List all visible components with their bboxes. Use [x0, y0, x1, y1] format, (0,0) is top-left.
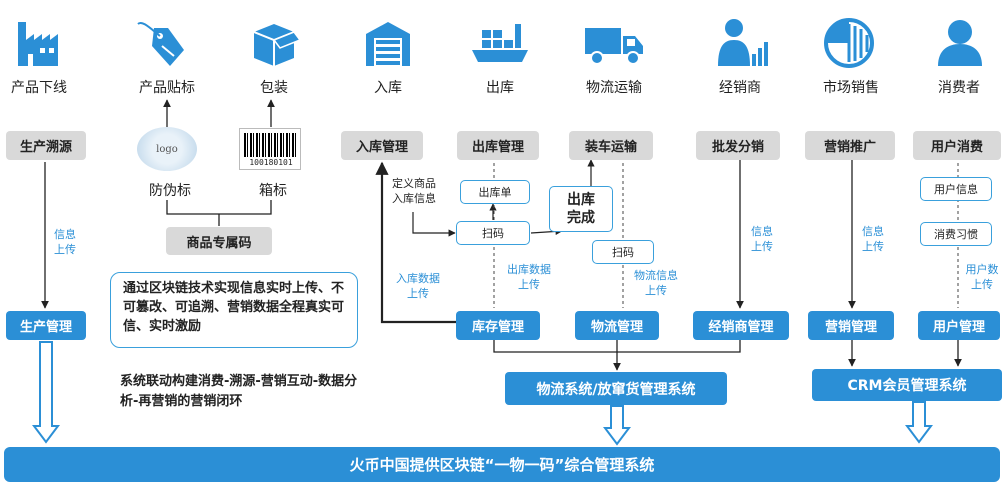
seal-logo-text: logo	[156, 143, 178, 155]
product-code-box: 商品专属码	[166, 227, 272, 255]
blockchain-note-box: 通过区块链技术实现信息实时上传、不可篡改、可追溯、营销数据全程真实可信、实时激励	[110, 272, 358, 348]
loading-box: 装车运输	[569, 131, 653, 160]
labels-to-code-line	[166, 200, 272, 215]
user-info-box: 用户信息	[920, 177, 992, 201]
stage-label-outbound: 出库	[486, 80, 514, 96]
out-slip-box: 出库单	[460, 180, 530, 204]
barcode-label: 100180101	[239, 128, 301, 170]
package-box-icon	[253, 24, 302, 66]
production-mgmt-box: 生产管理	[6, 311, 86, 340]
hollow-arrow-left	[32, 341, 60, 444]
define-to-scan-arrow	[412, 212, 456, 237]
wholesale-box: 批发分销	[696, 131, 780, 160]
user-mgmt-box: 用户管理	[918, 311, 1000, 340]
stage-label-dealer: 经销商	[719, 80, 761, 96]
define-goods-note: 定义商品 入库信息	[392, 177, 436, 205]
outbound-done-box: 出库 完成	[549, 186, 613, 232]
stage-label-labeling: 产品贴标	[139, 80, 195, 96]
stage-label-logistics: 物流运输	[586, 80, 642, 96]
info-upload-note-3: 信息 上传	[862, 225, 884, 253]
anti-fake-seal: logo	[137, 127, 197, 171]
trace-box: 生产溯源	[6, 131, 86, 160]
scan-box-1: 扫码	[456, 221, 530, 245]
inventory-mgmt-box: 库存管理	[456, 311, 540, 340]
crm-system-box: CRM会员管理系统	[812, 369, 1002, 401]
barcode-bars	[244, 133, 298, 157]
inbound-mgmt-box: 入库管理	[341, 131, 423, 160]
box-label-text: 箱标	[259, 183, 287, 199]
truck-icon	[585, 28, 643, 65]
user-upload-note: 用户数 上传	[965, 263, 999, 291]
inbound-upload-note: 入库数据 上传	[396, 272, 440, 300]
user-icon	[938, 20, 982, 66]
hollow-arrow-middle	[603, 405, 631, 446]
outbound-done-text: 出库 完成	[567, 192, 595, 226]
info-upload-note-1: 信息 上传	[54, 228, 76, 256]
barcode-number: 100180101	[249, 158, 293, 167]
marketing-loop-note: 系统联动构建消费-溯源-营销互动-数据分析-再营销的营销闭环	[120, 374, 358, 409]
factory-icon	[18, 22, 58, 66]
logistics-system-box: 物流系统/放窜货管理系统	[505, 372, 727, 405]
consume-habit-box: 消费习惯	[920, 222, 992, 246]
blockchain-note-text: 通过区块链技术实现信息实时上传、不可篡改、可追溯、营销数据全程真实可信、实时激励	[123, 281, 345, 334]
anti-fake-label: 防伪标	[149, 183, 191, 199]
warehouse-icon	[366, 22, 410, 66]
stage-label-consumer: 消费者	[938, 80, 980, 96]
logistics-upload-note: 物流信息 上传	[634, 269, 678, 297]
blockchain-platform-bar: 火币中国提供区块链“一物一码”综合管理系统	[4, 447, 1000, 482]
marketing-mgmt-box: 营销管理	[808, 311, 894, 340]
user-consumption-box: 用户消费	[913, 131, 1001, 160]
stage-label-production: 产品下线	[11, 80, 67, 96]
stage-label-inbound: 入库	[374, 80, 402, 96]
pie-chart-icon	[824, 18, 874, 68]
stage-label-market: 市场销售	[823, 80, 879, 96]
marketing-box: 营销推广	[805, 131, 895, 160]
dealer-chart-icon	[718, 19, 768, 66]
stage-label-packaging: 包装	[260, 80, 288, 96]
outbound-upload-note: 出库数据 上传	[507, 263, 551, 291]
cargo-ship-icon	[472, 24, 528, 62]
hollow-arrow-right	[905, 401, 933, 444]
info-upload-note-2: 信息 上传	[751, 225, 773, 253]
scan-box-2: 扫码	[592, 240, 654, 264]
logistics-mgmt-box: 物流管理	[575, 311, 659, 340]
inventory-to-inbound-arrow	[375, 161, 456, 324]
outbound-mgmt-box: 出库管理	[457, 131, 539, 160]
dealer-mgmt-box: 经销商管理	[693, 311, 789, 340]
tag-icon	[137, 22, 184, 66]
